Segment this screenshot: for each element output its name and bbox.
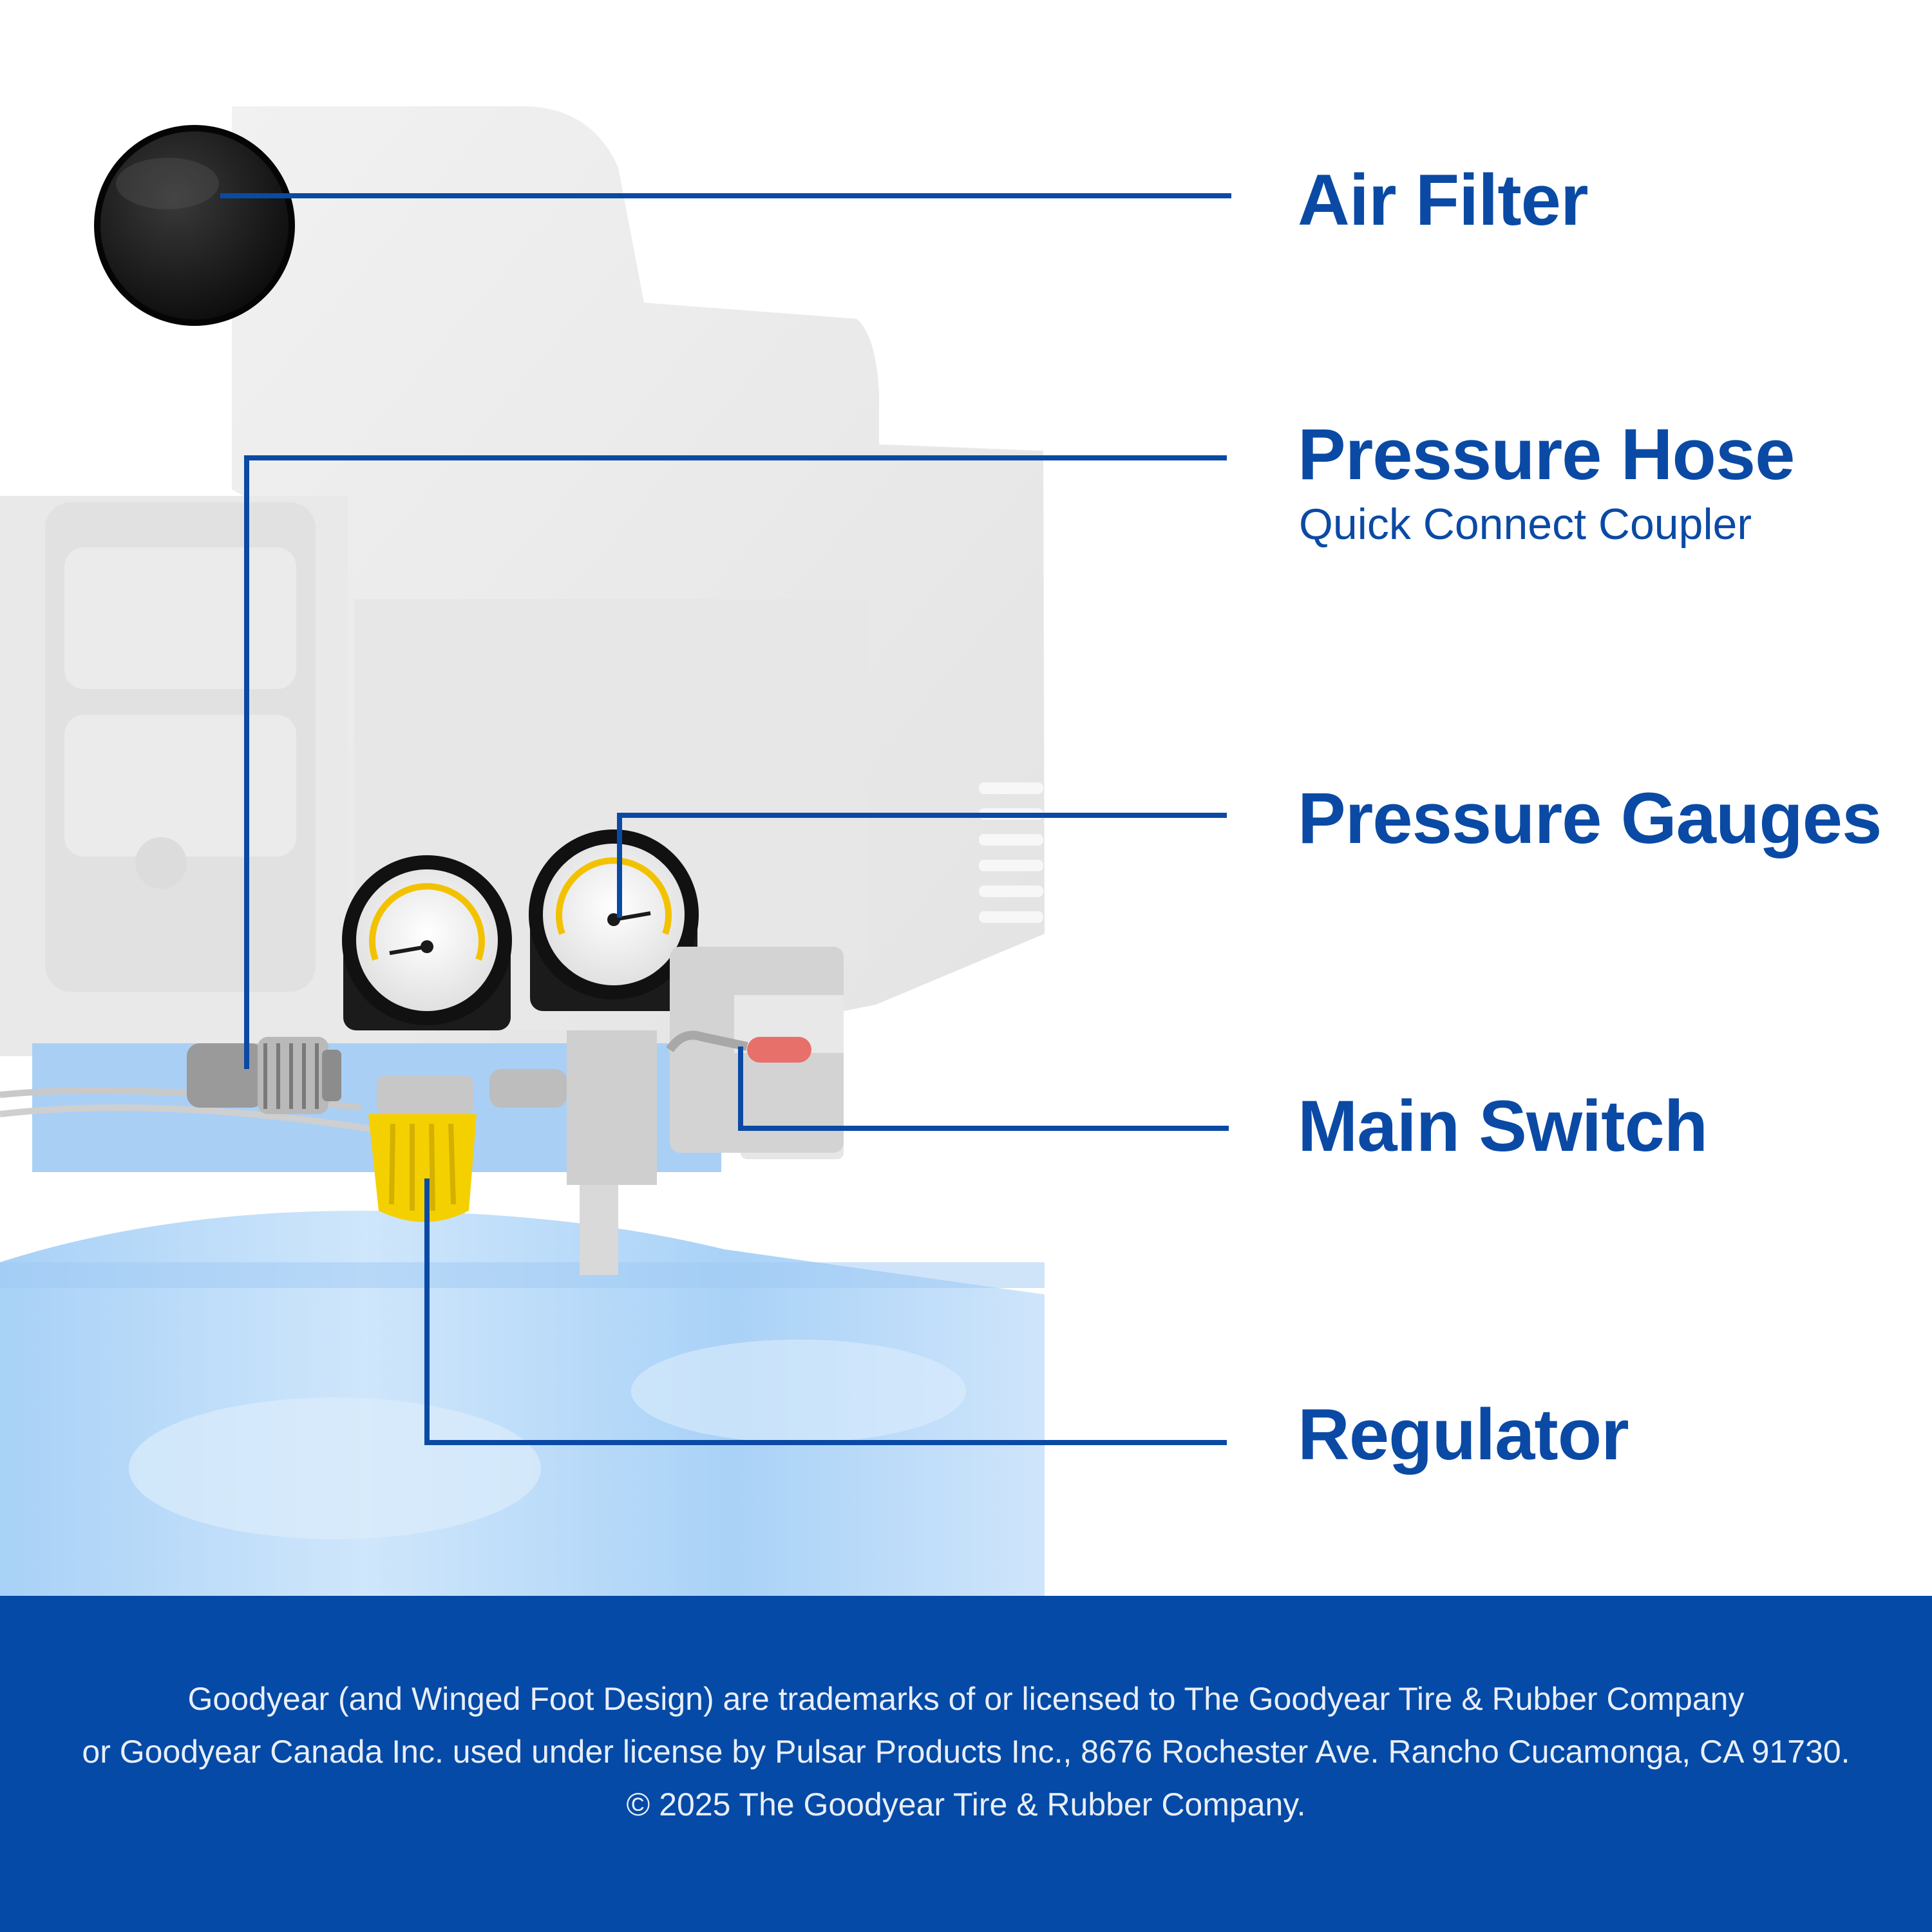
main-switch-lever-icon (666, 947, 844, 1153)
air-filter-label: Air Filter (1298, 160, 1589, 240)
callout-lines (220, 193, 1231, 1445)
air-compressor-illustration (0, 106, 1231, 1596)
main-switch-label: Main Switch (1298, 1086, 1708, 1166)
quick-connect-coupler-icon (187, 1037, 341, 1114)
footer-line-1: Goodyear (and Winged Foot Design) are tr… (187, 1681, 1745, 1717)
main-switch-callout-line (738, 1046, 1229, 1131)
regulator-label: Regulator (1298, 1394, 1629, 1475)
pressure-gauge-icon (342, 829, 699, 1030)
pressure-gauges-label: Pressure Gauges (1298, 778, 1882, 858)
trademark-footer: Goodyear (and Winged Foot Design) are tr… (0, 1596, 1932, 1932)
manifold (489, 1030, 657, 1275)
footer-copyright: © 2025 The Goodyear Tire & Rubber Compan… (626, 1786, 1306, 1823)
footer-line-2: or Goodyear Canada Inc. used under licen… (82, 1734, 1850, 1770)
air-filter-cap-icon (94, 125, 295, 326)
pressure-hose-label: Pressure Hose (1298, 414, 1795, 495)
pressure-gauges-callout-line (617, 813, 1227, 918)
pressure-hose-callout-line (244, 455, 1227, 1069)
regulator-callout-line (424, 1179, 1227, 1445)
tank (0, 1211, 1045, 1596)
pressure-hose-sublabel: Quick Connect Coupler (1299, 500, 1752, 549)
regulator-knob-icon (368, 1075, 477, 1222)
